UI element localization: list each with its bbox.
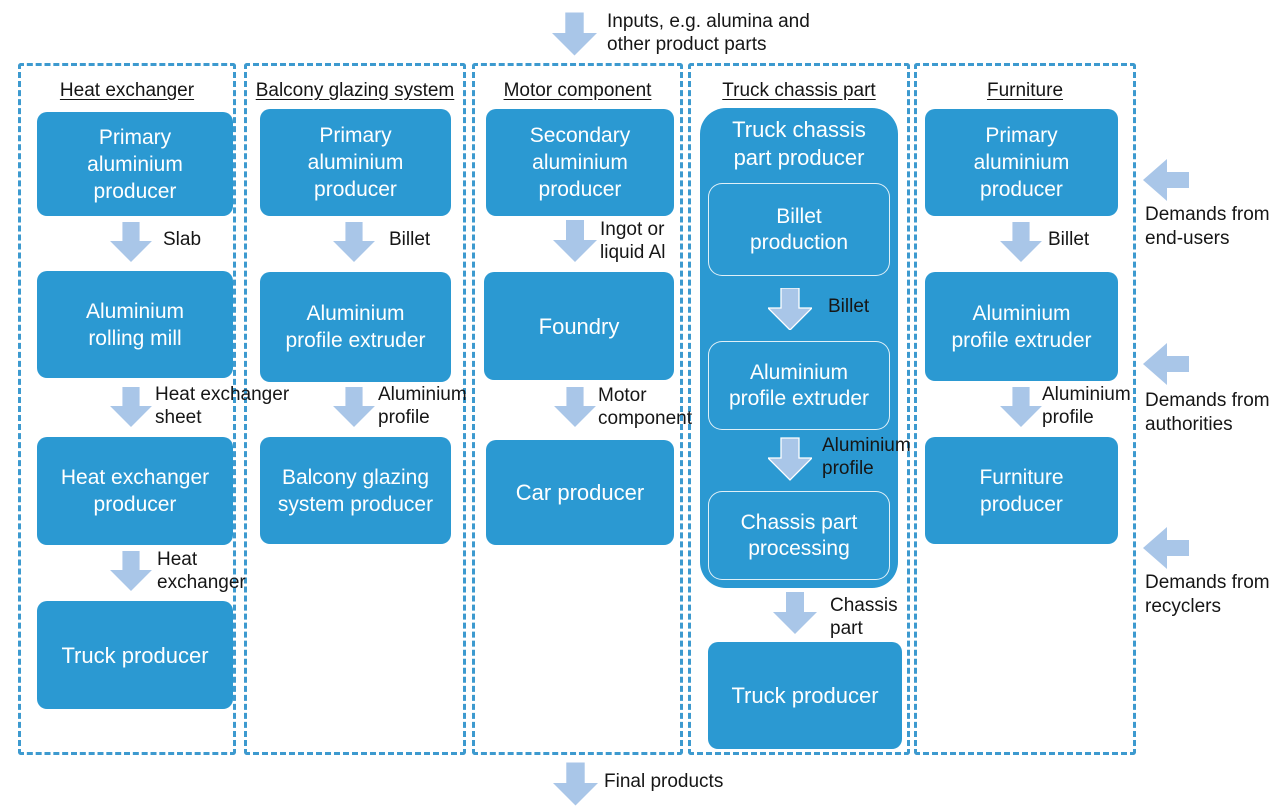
box-foundry: Foundry [484, 272, 674, 380]
inner-box-billet-production: Billet production [708, 183, 890, 276]
demand-left-arrow-icon [1143, 159, 1189, 201]
down-arrow-icon [1000, 222, 1042, 262]
inputs-label: Inputs, e.g. alumina and other product p… [607, 11, 810, 55]
down-arrow-icon [333, 222, 375, 262]
column-title-furniture: Furniture [986, 80, 1064, 101]
box-aluminium-profile-extruder-2: Aluminium profile extruder [925, 272, 1118, 381]
flow-label-billet-2: Billet [828, 296, 870, 317]
flow-label-aluminium-profile-3: Aluminium profile [1042, 384, 1131, 428]
flow-label-billet-3: Billet [1048, 229, 1090, 250]
down-arrow-icon [1000, 387, 1042, 427]
inner-box-chassis-part-processing: Chassis part processing [708, 491, 890, 580]
final-products-label: Final products [604, 771, 724, 792]
flow-label-billet-1: Billet [389, 229, 431, 250]
down-arrow-icon [333, 387, 375, 427]
demand-label-authorities: Demands from authorities [1145, 390, 1270, 435]
box-aluminium-rolling-mill: Aluminium rolling mill [37, 271, 233, 378]
down-arrow-icon [773, 592, 817, 634]
box-primary-aluminium-producer-2: Primary aluminium producer [260, 109, 451, 216]
column-title-balcony-glazing-system: Balcony glazing system [255, 80, 455, 101]
column-title-motor-component: Motor component [503, 80, 652, 101]
box-truck-producer-2: Truck producer [708, 642, 902, 749]
inputs-down-arrow-icon [552, 12, 597, 56]
column-truck-chassis-part [688, 63, 910, 755]
flow-label-slab: Slab [163, 229, 202, 250]
down-arrow-icon [768, 288, 812, 330]
box-primary-aluminium-producer-1: Primary aluminium producer [37, 112, 233, 216]
box-truck-producer-1: Truck producer [37, 601, 233, 709]
column-title-truck-chassis-part: Truck chassis part [722, 80, 876, 101]
box-primary-aluminium-producer-3: Primary aluminium producer [925, 109, 1118, 216]
demand-left-arrow-icon [1143, 343, 1189, 385]
flow-label-heat-exchanger-sheet: Heat exchanger sheet [155, 384, 290, 428]
down-arrow-icon [768, 437, 812, 481]
flow-label-motor-component: Motor component [598, 385, 693, 429]
down-arrow-icon [110, 387, 152, 427]
column-heat-exchanger [18, 63, 236, 755]
inner-box-aluminium-profile-extruder: Aluminium profile extruder [708, 341, 890, 430]
flow-label-ingot-or-liquid-al: Ingot or liquid Al [600, 219, 666, 263]
demand-label-recyclers: Demands from recyclers [1145, 572, 1270, 617]
box-car-producer: Car producer [486, 440, 674, 545]
demand-label-end-users: Demands from end-users [1145, 204, 1270, 249]
flow-label-chassis-part: Chassis part [830, 595, 898, 639]
box-secondary-aluminium-producer: Secondary aluminium producer [486, 109, 674, 216]
demand-left-arrow-icon [1143, 527, 1189, 569]
truck-chassis-part-producer-title: Truck chassis part producer [732, 117, 866, 170]
box-aluminium-profile-extruder-1: Aluminium profile extruder [260, 272, 451, 382]
flow-label-aluminium-profile-2: Aluminium profile [822, 435, 911, 479]
box-heat-exchanger-producer: Heat exchanger producer [37, 437, 233, 545]
down-arrow-icon [110, 222, 152, 262]
down-arrow-icon [554, 387, 596, 427]
final-products-down-arrow-icon [553, 762, 598, 806]
flow-label-aluminium-profile-1: Aluminium profile [378, 384, 467, 428]
column-balcony-glazing-system [244, 63, 466, 755]
column-furniture [914, 63, 1136, 755]
box-furniture-producer: Furniture producer [925, 437, 1118, 544]
box-balcony-glazing-system-producer: Balcony glazing system producer [260, 437, 451, 544]
down-arrow-icon [553, 220, 597, 262]
down-arrow-icon [110, 551, 152, 591]
column-motor-component [472, 63, 683, 755]
column-title-heat-exchanger: Heat exchanger [59, 80, 195, 101]
flow-label-heat-exchanger: Heat exchanger [157, 549, 246, 593]
